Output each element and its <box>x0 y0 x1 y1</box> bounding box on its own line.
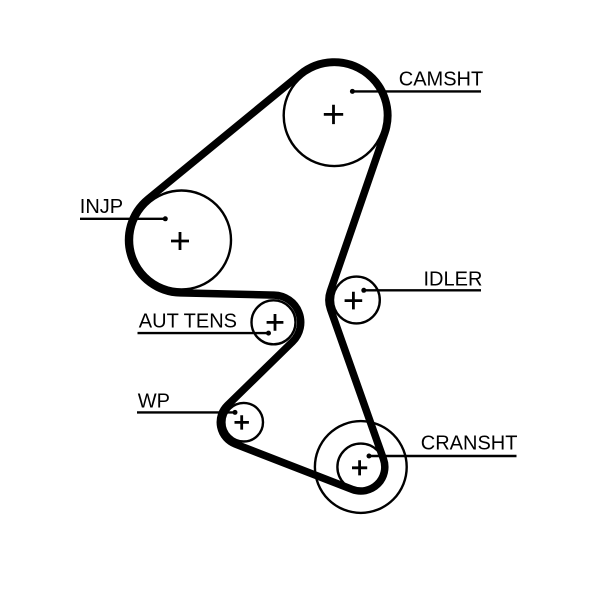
svg-text:IDLER: IDLER <box>424 268 483 290</box>
svg-text:AUT TENS: AUT TENS <box>139 310 237 332</box>
svg-text:WP: WP <box>138 390 170 412</box>
svg-text:CAMSHT: CAMSHT <box>399 69 483 91</box>
svg-text:CRANSHT: CRANSHT <box>421 433 518 455</box>
svg-text:INJP: INJP <box>80 196 123 218</box>
